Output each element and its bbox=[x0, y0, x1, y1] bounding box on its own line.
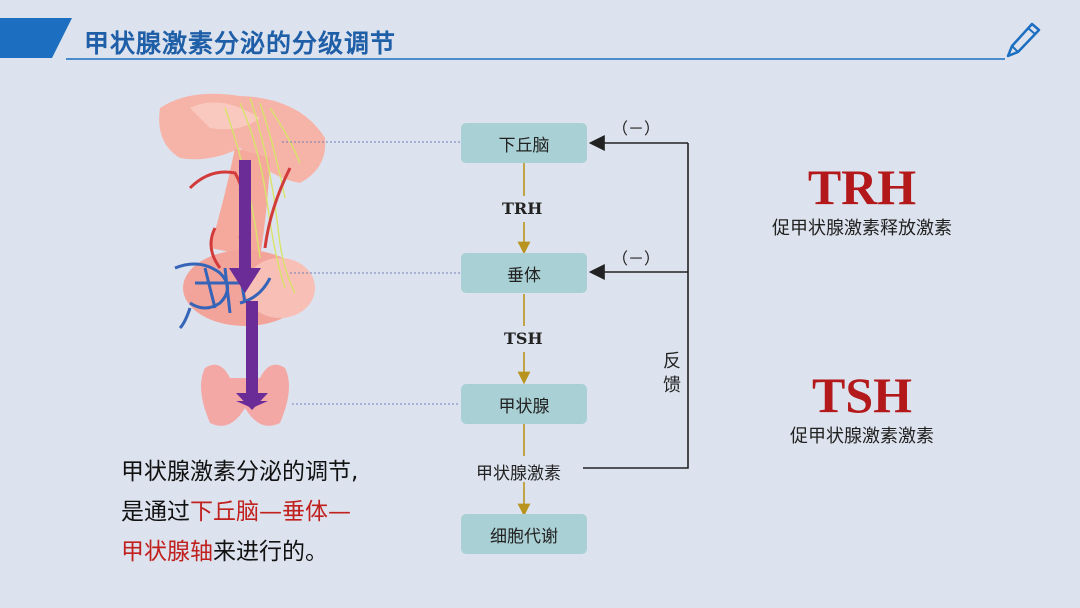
page-title: 甲状腺激素分泌的分级调节 bbox=[84, 29, 397, 58]
summary-highlight-axis-2: 甲状腺轴 bbox=[121, 539, 213, 565]
hormone-trh-label: TRH bbox=[502, 199, 543, 218]
definition-trh-abbr: TRH bbox=[807, 159, 917, 215]
summary-line-1: 甲状腺激素分泌的调节, bbox=[121, 459, 359, 485]
summary-text: 甲状腺激素分泌的调节, 是通过下丘脑—垂体— 甲状腺轴来进行的。 bbox=[121, 452, 358, 572]
box-thyroid: 甲状腺 bbox=[461, 384, 587, 424]
pen-icon bbox=[1006, 22, 1041, 58]
summary-line-3: 甲状腺轴来进行的。 bbox=[121, 532, 358, 572]
negative-sign-pituitary: （－） bbox=[612, 249, 661, 268]
arrow-shaft-lower bbox=[246, 301, 258, 403]
summary-prefix: 是通过 bbox=[121, 499, 190, 525]
definition-tsh-full: 促甲状腺激素激素 bbox=[790, 426, 934, 447]
summary-line-2: 是通过下丘脑—垂体— bbox=[121, 492, 358, 532]
feedback-label: 反馈 bbox=[663, 351, 681, 396]
box-pituitary: 垂体 bbox=[461, 253, 587, 293]
summary-highlight-axis-1: 下丘脑—垂体— bbox=[190, 499, 351, 525]
negative-sign-hypothalamus: （－） bbox=[612, 119, 661, 138]
box-hypothalamus: 下丘脑 bbox=[461, 123, 587, 163]
box-cell-metabolism: 细胞代谢 bbox=[461, 514, 587, 554]
header-decoration bbox=[0, 18, 1005, 60]
arrow-shaft-upper bbox=[239, 160, 251, 270]
definition-trh-full: 促甲状腺激素释放激素 bbox=[772, 218, 952, 239]
anatomy-illustration bbox=[159, 93, 326, 426]
summary-suffix: 来进行的。 bbox=[213, 539, 328, 565]
definition-tsh-abbr: TSH bbox=[811, 367, 913, 423]
hormone-tsh-label: TSH bbox=[504, 329, 543, 348]
thyroid-hormone-label: 甲状腺激素 bbox=[476, 464, 561, 484]
